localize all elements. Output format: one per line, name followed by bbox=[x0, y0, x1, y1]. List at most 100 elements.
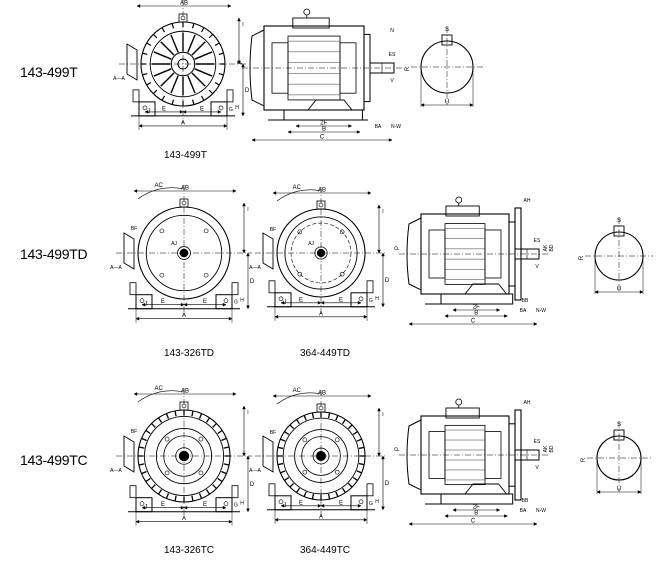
dim-label-d: D bbox=[385, 481, 390, 487]
dim-label-e: E bbox=[203, 299, 207, 305]
dim-label-ab: AB bbox=[181, 389, 189, 395]
dim-label-s: S bbox=[617, 218, 621, 224]
dim-label-ba: BA bbox=[520, 508, 527, 514]
shaft-end-t: U S R bbox=[405, 27, 483, 107]
dim-label-u: U bbox=[445, 100, 449, 106]
dim-label-a: A bbox=[319, 514, 323, 520]
dim-label-ab: AB bbox=[318, 188, 326, 194]
dim-label-ac: AC bbox=[155, 183, 164, 189]
dim-label-p: P bbox=[395, 246, 401, 250]
dim-label-c: C bbox=[471, 519, 476, 525]
dim-label-d: D bbox=[245, 88, 250, 94]
dim-label-ba: BA bbox=[520, 308, 527, 314]
dim-label-ah: AH bbox=[524, 400, 531, 406]
dim-label-e: E bbox=[299, 297, 303, 303]
dim-label-u: U bbox=[617, 287, 621, 293]
dim-label-aa: A—A bbox=[249, 265, 261, 271]
dim-label-ba: BA bbox=[375, 124, 382, 130]
dim-label-g: G bbox=[234, 300, 238, 306]
dim-label-e: E bbox=[339, 500, 343, 506]
dim-label-bf: BF bbox=[270, 430, 276, 436]
dim-label-ac: AC bbox=[155, 386, 164, 392]
dim-label-a: A bbox=[181, 120, 185, 126]
dim-label-h: H bbox=[235, 105, 239, 111]
dim-label-s: S bbox=[445, 27, 449, 33]
dim-label-ac: AC bbox=[293, 185, 302, 191]
dim-label-c: C bbox=[471, 319, 476, 325]
dim-label-i: I bbox=[382, 209, 383, 215]
dim-label-nw: N-W bbox=[391, 124, 401, 130]
dim-label-aa: A—A bbox=[249, 468, 261, 474]
dim-label-r: R bbox=[405, 66, 411, 71]
dim-label-e: E bbox=[161, 502, 165, 508]
dim-label-es: ES bbox=[534, 439, 541, 445]
dim-label-a: A bbox=[182, 313, 186, 319]
dim-label-r: R bbox=[581, 457, 587, 462]
dim-label-aj: AJ bbox=[171, 241, 177, 247]
dim-label-ab: AB bbox=[180, 1, 188, 7]
dim-label-d: D bbox=[250, 482, 255, 488]
dim-label-bd: BD bbox=[549, 445, 555, 452]
dim-label-g: G bbox=[229, 107, 233, 113]
dim-label-e: E bbox=[200, 106, 204, 112]
row-label-t: 143-499T bbox=[20, 64, 78, 80]
dim-label-j: J bbox=[284, 503, 287, 509]
dim-label-c: C bbox=[320, 135, 325, 141]
dim-label-v: V bbox=[535, 264, 539, 270]
caption-tc-large: 364-449TC bbox=[300, 545, 351, 556]
dim-label-b: B bbox=[322, 127, 326, 133]
dim-label-e: E bbox=[203, 502, 207, 508]
dim-label-s: S bbox=[617, 422, 621, 428]
dim-label-b: B bbox=[474, 311, 478, 317]
dim-label-i: I bbox=[382, 412, 383, 418]
dim-label-g: G bbox=[369, 298, 373, 304]
dim-label-es: ES bbox=[389, 52, 396, 58]
dim-label-bf: BF bbox=[131, 226, 137, 232]
dim-label-r: R bbox=[579, 255, 585, 260]
dim-label-h: H bbox=[240, 501, 244, 507]
dim-label-u: U bbox=[617, 487, 621, 493]
dim-label-j: J bbox=[148, 109, 151, 115]
dim-label-bf: BF bbox=[270, 227, 276, 233]
dim-label-g: G bbox=[369, 501, 373, 507]
dim-label-i: I bbox=[247, 207, 248, 213]
dim-label-ab: AB bbox=[181, 186, 189, 192]
dim-label-es: ES bbox=[534, 238, 541, 244]
dim-label-b: B bbox=[474, 511, 478, 517]
dim-label-ab: AB bbox=[318, 391, 326, 397]
dim-label-i: I bbox=[247, 410, 248, 416]
dim-label-f2f: 2F bbox=[473, 505, 480, 511]
dim-label-a: A bbox=[319, 311, 323, 317]
dim-label-p: P bbox=[238, 60, 244, 64]
dim-label-f2f: 2F bbox=[320, 121, 327, 127]
dim-label-p: P bbox=[395, 447, 401, 451]
dim-label-aj: AJ bbox=[308, 241, 314, 247]
dim-label-e: E bbox=[162, 106, 166, 112]
dim-label-bf: BF bbox=[131, 429, 137, 435]
dim-label-v: V bbox=[390, 78, 394, 84]
dim-label-aa: A—A bbox=[110, 265, 122, 271]
dim-label-ak: AK bbox=[543, 445, 549, 452]
dim-label-a: A bbox=[182, 516, 186, 522]
caption-td-small: 143-326TD bbox=[164, 348, 215, 359]
dim-label-v: V bbox=[535, 465, 539, 471]
dim-label-j: J bbox=[145, 302, 148, 308]
dim-label-ac: AC bbox=[293, 388, 302, 394]
dim-label-aa: A—A bbox=[113, 76, 125, 82]
dim-label-d: D bbox=[250, 279, 255, 285]
row-label-tc: 143-499TC bbox=[20, 452, 88, 468]
dim-label-aa: A—A bbox=[110, 468, 122, 474]
dim-label-e: E bbox=[161, 299, 165, 305]
shaft-end-tc: U S R bbox=[581, 422, 651, 494]
dim-label-bd: BD bbox=[549, 244, 555, 251]
dim-label-i: I bbox=[242, 22, 243, 28]
dim-label-h: H bbox=[375, 296, 379, 302]
dim-label-h: H bbox=[375, 499, 379, 505]
dim-label-g: G bbox=[234, 503, 238, 509]
caption-td-large: 364-449TD bbox=[300, 348, 351, 359]
